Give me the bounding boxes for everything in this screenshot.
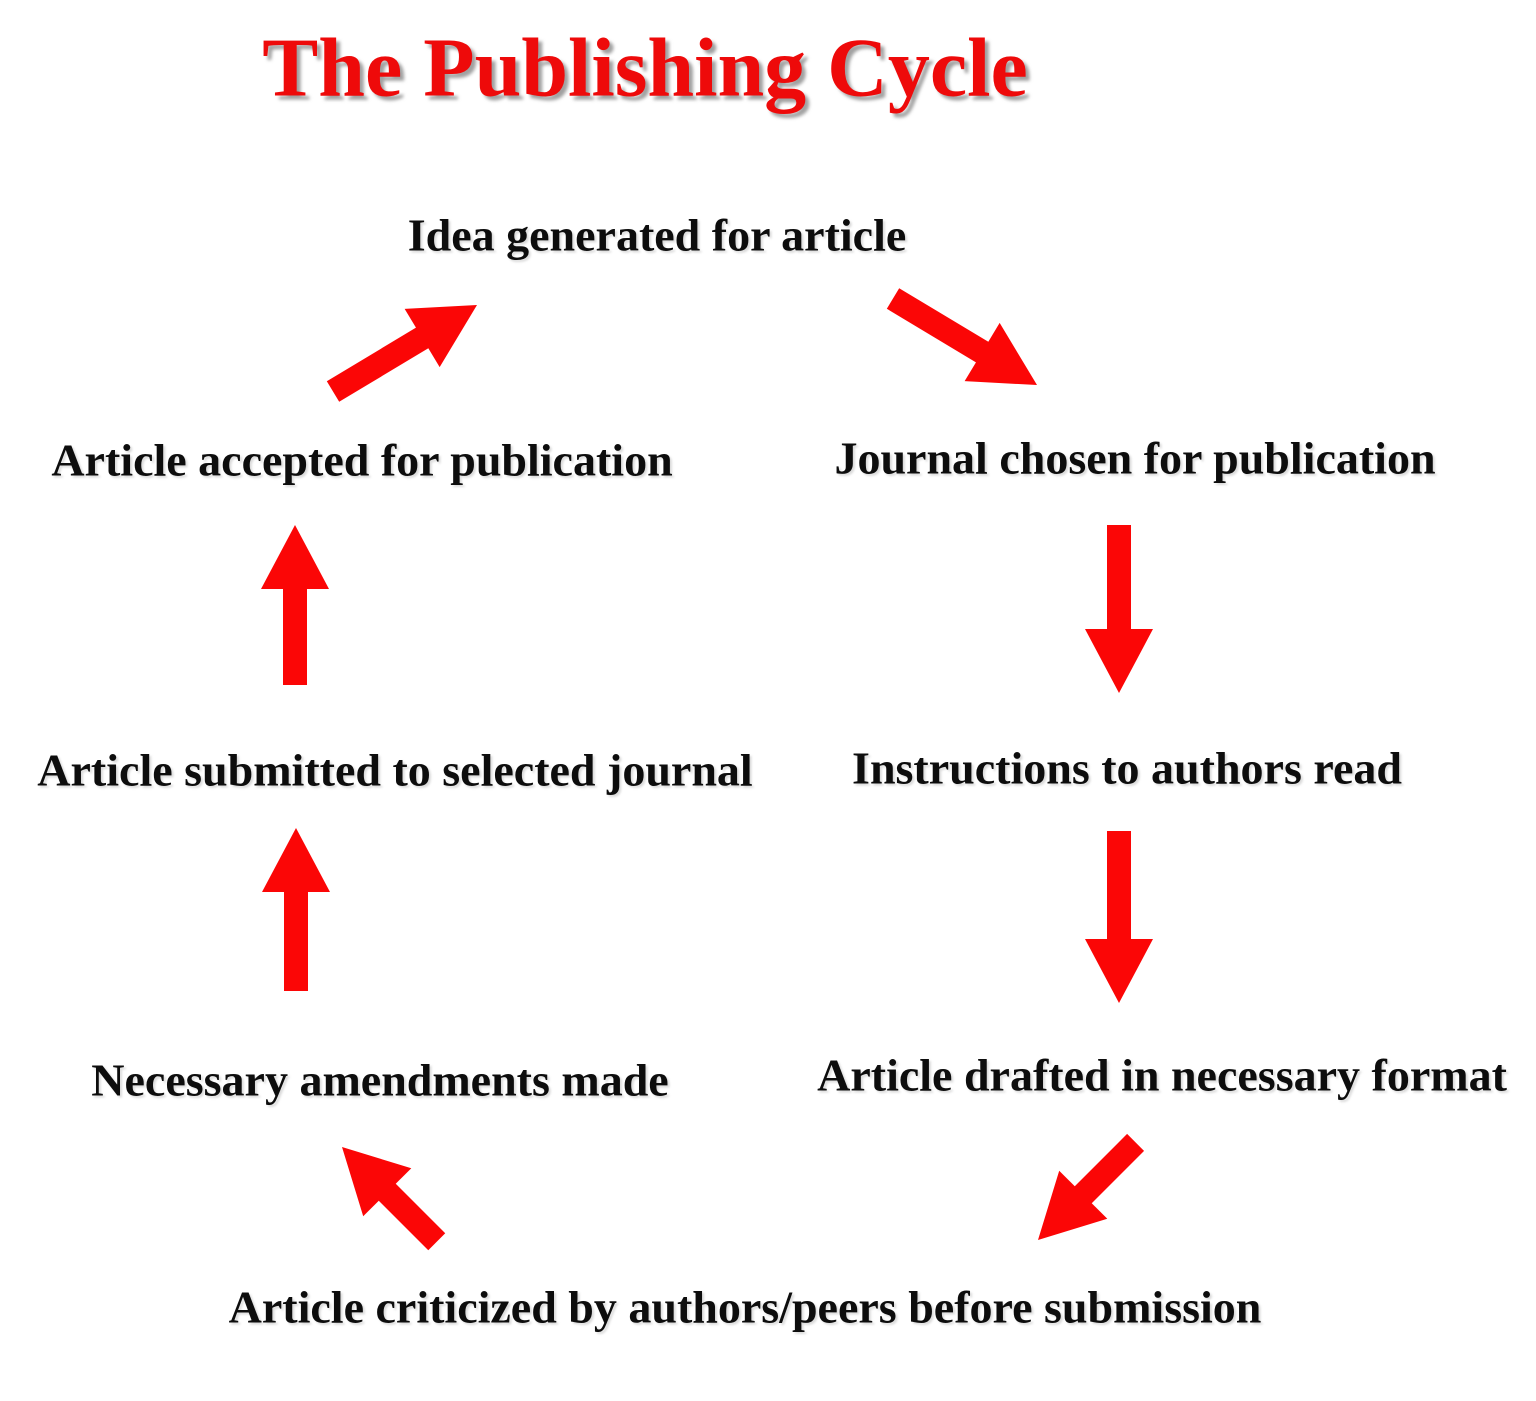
arrow-instructions-to-drafted	[1085, 831, 1153, 1003]
arrow-amendments-to-submitted	[262, 828, 330, 991]
arrow-journal-to-instructions	[1085, 525, 1153, 693]
arrow-accepted-to-idea	[326, 305, 477, 402]
arrow-submitted-to-accepted	[261, 525, 329, 685]
diagram-title: The Publishing Cycle	[262, 21, 1028, 115]
node-amendments-made: Necessary amendments made	[91, 1054, 669, 1106]
node-instructions-read: Instructions to authors read	[852, 742, 1402, 794]
node-journal-chosen: Journal chosen for publication	[834, 432, 1436, 484]
arrow-criticized-to-amendments	[342, 1147, 446, 1251]
node-article-drafted: Article drafted in necessary format	[817, 1049, 1507, 1101]
node-article-submitted: Article submitted to selected journal	[37, 744, 753, 796]
arrow-drafted-to-criticized	[1038, 1133, 1145, 1240]
arrow-idea-to-journal	[886, 288, 1037, 385]
node-idea-generated: Idea generated for article	[407, 209, 907, 261]
node-article-accepted: Article accepted for publication	[51, 434, 673, 486]
node-article-criticized: Article criticized by authors/peers befo…	[228, 1281, 1262, 1333]
